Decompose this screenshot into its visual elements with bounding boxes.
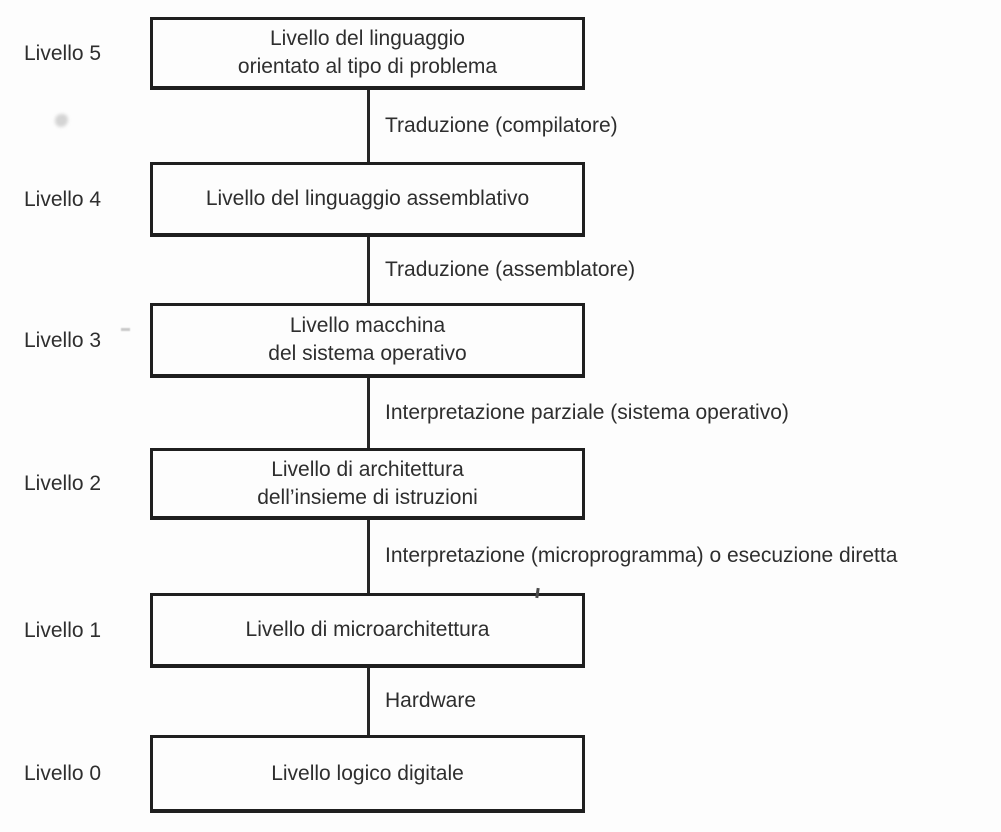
level-label-5: Livello 5	[24, 41, 102, 65]
connector-line	[367, 237, 370, 303]
connector-label: Traduzione (compilatore)	[385, 114, 618, 137]
level-label-0: Livello 0	[24, 762, 102, 785]
box-text-line: Livello di microarchitettura	[245, 618, 490, 641]
connector-line	[367, 378, 370, 448]
level-box-5: Livello del linguaggio orientato al tipo…	[150, 17, 585, 90]
box-text-line: Livello del linguaggio assemblativo	[205, 187, 530, 210]
level-box-2: Livello di architettura dell’insieme di …	[150, 448, 585, 520]
level-label-2: Livello 2	[24, 472, 102, 495]
connector-line	[367, 668, 370, 735]
connector-line	[367, 90, 370, 162]
level-label-4: Livello 4	[24, 187, 102, 211]
box-text-line: dell’insieme di istruzioni	[257, 485, 478, 509]
level-box-0: Livello logico digitale	[150, 735, 585, 813]
level-box-1: Livello di microarchitettura	[150, 593, 585, 668]
box-text-line: Livello del linguaggio	[270, 27, 465, 50]
box-text-line: orientato al tipo di problema	[237, 55, 498, 78]
connector-label: Traduzione (assemblatore)	[385, 258, 636, 281]
box-text-line: Livello di architettura	[271, 457, 464, 481]
level-label-1: Livello 1	[24, 618, 102, 642]
connector-line	[367, 520, 370, 593]
scan-artifact	[55, 114, 68, 127]
scan-artifact	[121, 328, 130, 331]
level-box-4: Livello del linguaggio assemblativo	[150, 162, 585, 237]
box-text-line: Livello logico digitale	[271, 761, 464, 785]
connector-label: Interpretazione parziale (sistema operat…	[385, 401, 789, 424]
connector-label: Interpretazione (microprogramma) o esecu…	[385, 544, 898, 567]
level-box-3: Livello macchina del sistema operativo	[150, 303, 585, 378]
box-text-line: del sistema operativo	[268, 342, 467, 365]
box-text-line: Livello macchina	[289, 314, 446, 337]
connector-label: Hardware	[385, 689, 477, 712]
level-label-3: Livello 3	[24, 328, 102, 352]
